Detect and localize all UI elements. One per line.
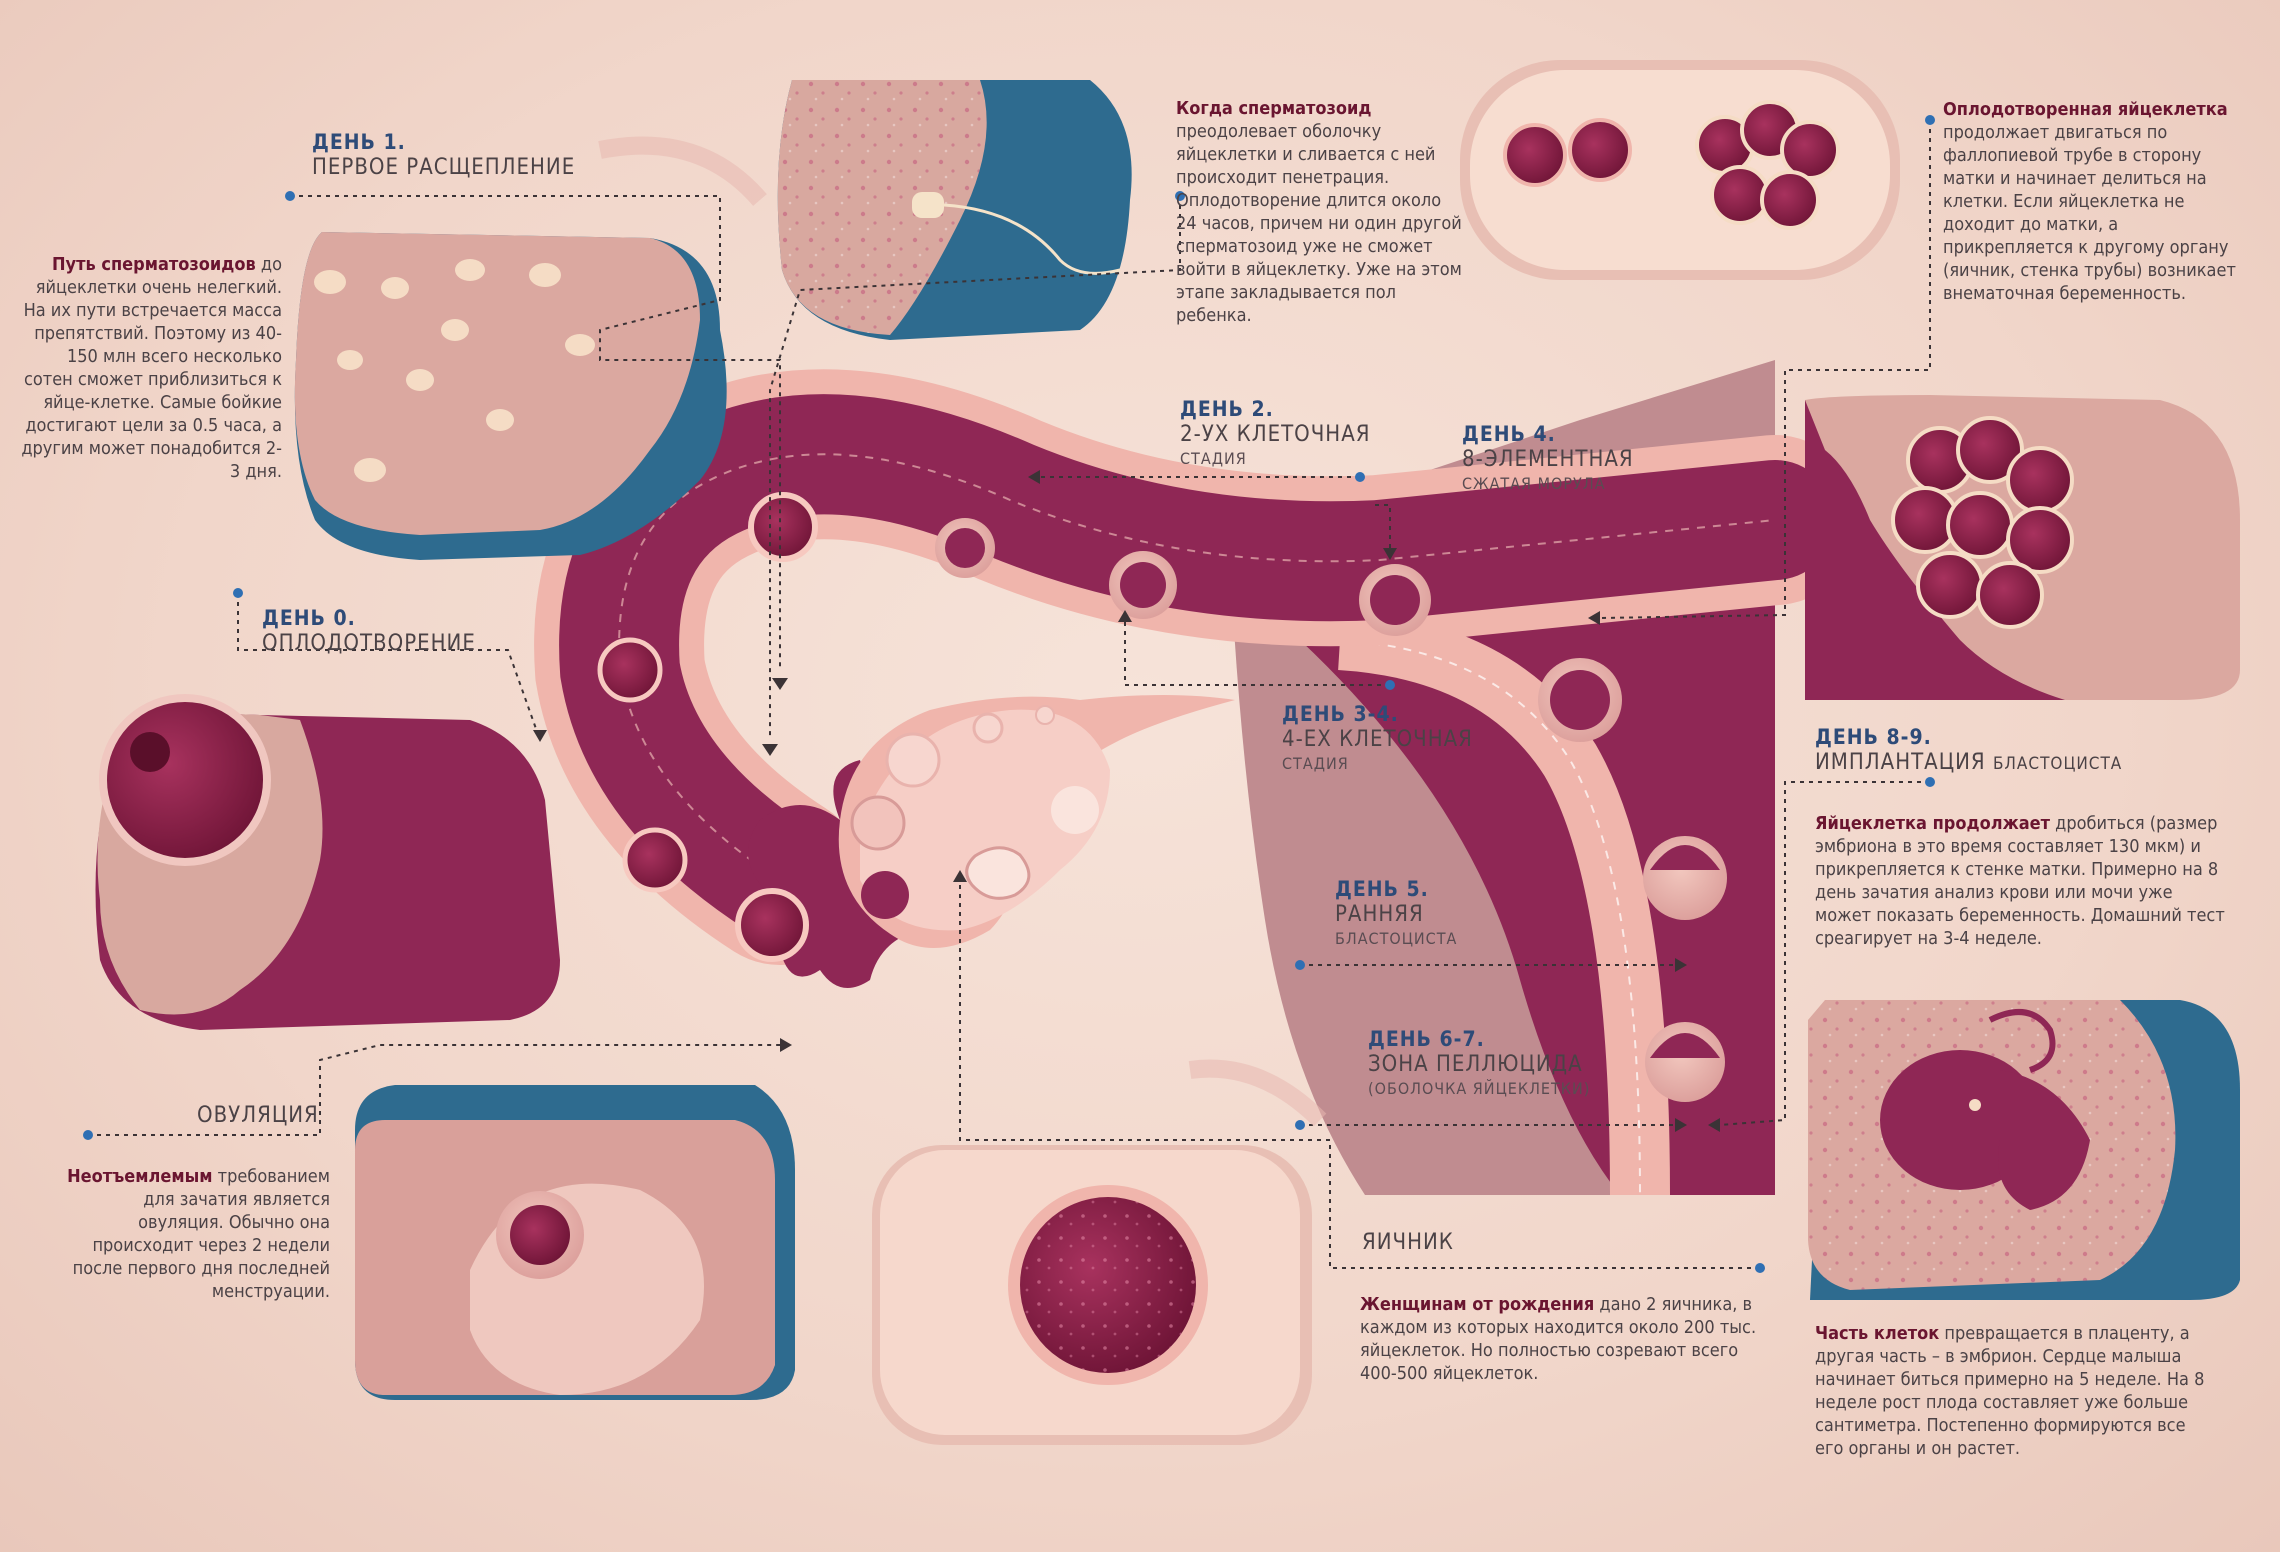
follicle-card-illustration — [872, 1145, 1312, 1445]
label-ovulation: ОВУЛЯЦИЯ — [197, 1103, 319, 1129]
text-placenta: Часть клеток превращается в плаценту, а … — [1815, 1323, 2205, 1460]
day-1-caption: ПЕРВОЕ РАСЩЕПЛЕНИЕ — [312, 155, 576, 181]
day-2-caption: 2-УХ КЛЕТОЧНАЯ — [1180, 422, 1371, 448]
label-day-8-9: ДЕНЬ 8-9. ИМПЛАНТАЦИЯ БЛАСТОЦИСТА — [1815, 725, 2122, 777]
ovulation-card-illustration — [355, 1085, 795, 1400]
day-8-9-caption: ИМПЛАНТАЦИЯ БЛАСТОЦИСТА — [1815, 750, 2123, 776]
day-8-9-title: ДЕНЬ 8-9. — [1815, 725, 1932, 749]
day-6-7-subcaption: (ОБОЛОЧКА ЯЙЦЕКЛЕТКИ) — [1368, 1078, 1591, 1098]
leader-lines — [88, 120, 1931, 1269]
leader-dots — [83, 115, 1935, 1273]
egg-card-illustration — [95, 694, 560, 1030]
day-5-caption: РАННЯЯ — [1335, 902, 1424, 928]
two-cell-card-illustration — [1460, 60, 1900, 280]
ovary-caption: ЯИЧНИК — [1362, 1230, 1454, 1255]
label-day-3-4: ДЕНЬ 3-4. 4-ЕХ КЛЕТОЧНАЯ СТАДИЯ — [1282, 702, 1473, 773]
ovary-illustration — [838, 695, 1235, 948]
day-4-caption: 8-ЭЛЕМЕНТНАЯ — [1462, 447, 1634, 473]
text-ovary: Женщинам от рождения дано 2 яичника, в к… — [1360, 1294, 1757, 1385]
text-implantation: Яйцеклетка продолжает дробиться (размер … — [1815, 813, 2225, 950]
day-3-4-caption: 4-ЕХ КЛЕТОЧНАЯ — [1282, 727, 1473, 753]
label-day-2: ДЕНЬ 2. 2-УХ КЛЕТОЧНАЯ СТАДИЯ — [1180, 397, 1370, 468]
day-6-7-title: ДЕНЬ 6-7. — [1368, 1027, 1485, 1051]
embryo-card-illustration — [1808, 1000, 2240, 1300]
day-5-subcaption: БЛАСТОЦИСТА — [1335, 928, 1458, 948]
text-penetration: Когда сперматозоид преодолевает оболочку… — [1176, 98, 1462, 327]
day-4-subcaption: СЖАТАЯ МОРУЛА — [1462, 473, 1606, 493]
sperm-card-illustration — [294, 232, 727, 560]
day-4-title: ДЕНЬ 4. — [1462, 422, 1556, 446]
label-day-4: ДЕНЬ 4. 8-ЭЛЕМЕНТНАЯ СЖАТАЯ МОРУЛА — [1462, 422, 1634, 493]
morula-card-illustration — [1805, 395, 2240, 700]
day-1-title: ДЕНЬ 1. — [312, 130, 406, 154]
text-sperm-path: Путь сперматозоидов до яйцеклетки очень … — [21, 254, 282, 483]
label-day-5: ДЕНЬ 5. РАННЯЯ БЛАСТОЦИСТА — [1335, 877, 1457, 948]
day-3-4-title: ДЕНЬ 3-4. — [1282, 702, 1399, 726]
day-2-title: ДЕНЬ 2. — [1180, 397, 1274, 421]
decorative-arrow — [598, 136, 767, 206]
arrowheads — [533, 470, 1720, 1132]
day-3-4-subcaption: СТАДИЯ — [1282, 753, 1349, 773]
label-day-6-7: ДЕНЬ 6-7. ЗОНА ПЕЛЛЮЦИДА (ОБОЛОЧКА ЯЙЦЕК… — [1368, 1027, 1590, 1098]
label-day-1: ДЕНЬ 1. ПЕРВОЕ РАСЩЕПЛЕНИЕ — [312, 130, 575, 182]
day-2-subcaption: СТАДИЯ — [1180, 448, 1247, 468]
decorative-arrow — [1188, 1059, 1327, 1127]
day-0-title: ДЕНЬ 0. — [262, 606, 356, 630]
ovulation-caption: ОВУЛЯЦИЯ — [197, 1103, 319, 1128]
day-6-7-caption: ЗОНА ПЕЛЛЮЦИДА — [1368, 1052, 1583, 1078]
tube-cells — [597, 492, 1727, 1102]
label-ovary: ЯИЧНИК — [1362, 1230, 1454, 1256]
text-ovulation: Неотъемлемым требованием для зачатия явл… — [67, 1166, 330, 1303]
label-day-0: ДЕНЬ 0. ОПЛОДОТВОРЕНИЕ — [262, 606, 476, 658]
text-fertilized-egg: Оплодотворенная яйцеклетка продолжает дв… — [1943, 99, 2236, 305]
day-0-caption: ОПЛОДОТВОРЕНИЕ — [262, 631, 476, 657]
fertilization-card-illustration — [777, 80, 1132, 340]
day-5-title: ДЕНЬ 5. — [1335, 877, 1429, 901]
